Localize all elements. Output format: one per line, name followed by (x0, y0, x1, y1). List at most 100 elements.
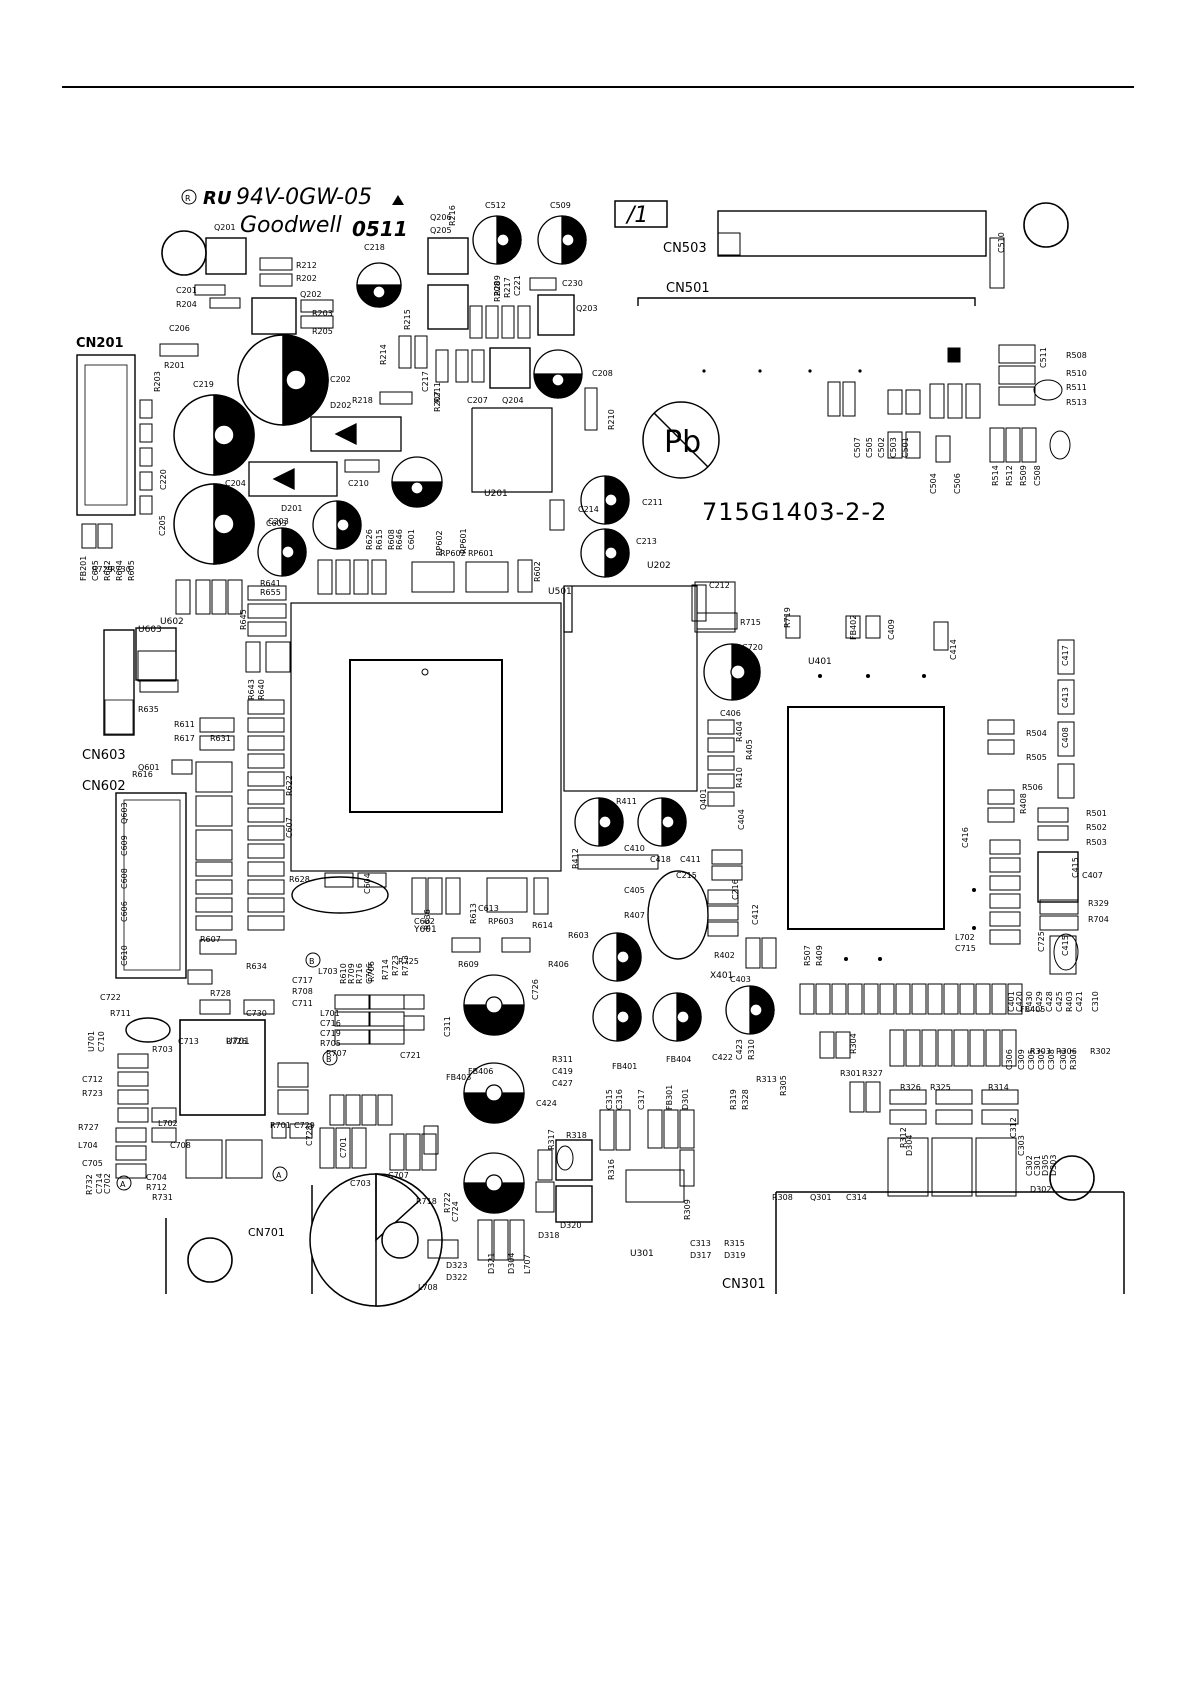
refdes-label: C601 (407, 529, 416, 550)
refdes-label: R204 (176, 300, 197, 309)
d304 (555, 1185, 593, 1223)
board-outline (165, 1185, 1125, 1294)
refdes-label: R311 (552, 1055, 573, 1064)
refdes-label: C303 (1017, 1135, 1026, 1156)
refdes-label: D320 (560, 1221, 581, 1230)
cap-c219 (173, 394, 255, 476)
refdes-label: R709 (347, 963, 356, 984)
refdes-label: R306 (1056, 1047, 1077, 1056)
cap-c509 (537, 215, 587, 265)
refdes-label: L702 (158, 1119, 178, 1128)
refdes-label: R722 (443, 1192, 452, 1213)
refdes-label: Q401 (699, 788, 708, 810)
refdes-label: R403 (1065, 991, 1074, 1012)
refdes-label: C706 (365, 963, 374, 984)
refdes-label: R604 (115, 560, 124, 581)
refdes-label: R503 (1086, 838, 1107, 847)
refdes-label: FB405 (1020, 1005, 1045, 1014)
refdes-label: C403 (730, 975, 751, 984)
refdes-label: R303 (1030, 1047, 1051, 1056)
refdes-label: R315 (724, 1239, 745, 1248)
refdes-label: R205 (312, 327, 333, 336)
refdes-label: C504 (929, 473, 938, 494)
refdes-label: R328 (741, 1089, 750, 1110)
date-code: 0511 (352, 217, 408, 241)
refdes-label: R207 (433, 391, 442, 412)
refdes-label: R729 (92, 565, 113, 574)
refdes-label: R718 (416, 1197, 437, 1206)
refdes-label: Q301 (810, 1193, 832, 1202)
refdes-label: R655 (260, 588, 281, 597)
refdes-label: R613 (469, 903, 478, 924)
label-cn501: CN501 (666, 281, 710, 296)
refdes-label: C317 (637, 1089, 646, 1110)
refdes-label: L707 (523, 1254, 532, 1274)
crystal-x401 (647, 870, 709, 960)
connector-labels: CN201 CN503 CN501 CN603 CN602 CN701 CN30… (76, 241, 766, 1292)
refdes-label: R305 (779, 1075, 788, 1096)
refdes-label: C421 (1075, 991, 1084, 1012)
refdes-label: C419 (552, 1067, 573, 1076)
cap-c512 (472, 215, 522, 265)
marker-a-right (272, 1166, 288, 1182)
refdes-label: RP601 (468, 549, 494, 558)
refdes-label: R212 (296, 261, 317, 270)
power-ic-u701 (179, 1019, 266, 1116)
refdes-label: C305 (1027, 1049, 1036, 1070)
cap-c405 (637, 797, 687, 847)
refdes-label: Q603 (120, 802, 129, 824)
refdes-label: R319 (729, 1089, 738, 1110)
refdes-label: R314 (988, 1083, 1009, 1092)
smd-passives (81, 237, 1079, 1261)
refdes-label: C412 (751, 904, 760, 925)
refdes-label: R508 (1066, 351, 1087, 360)
refdes-label: C203 (268, 517, 289, 526)
refdes-label: C209 (412, 494, 433, 503)
refdes-label: FB406 (468, 1067, 493, 1076)
refdes-label: Q202 (300, 290, 322, 299)
refdes-label: FB404 (666, 1055, 691, 1064)
q201 (205, 237, 247, 275)
refdes-label: R602 (533, 561, 542, 582)
refdes-label: C218 (364, 243, 385, 252)
cap-c213 (580, 528, 630, 578)
refdes-label: R512 (1005, 465, 1014, 486)
refdes-label: C207 (467, 396, 488, 405)
refdes-label: C210 (348, 479, 369, 488)
marker-b-upper (305, 952, 321, 968)
refdes-label: R214 (379, 344, 388, 365)
refdes-label: R208 (493, 281, 502, 302)
refdes-label: C603 (266, 519, 287, 528)
refdes-label: RP602 (440, 549, 466, 558)
refdes-label: R405 (745, 739, 754, 760)
refdes-label: Q601 (138, 763, 160, 772)
refdes-label: R605 (127, 560, 136, 581)
refdes-label: C407 (1082, 871, 1103, 880)
refdes-label: R622 (285, 775, 294, 796)
refdes-label: C311 (443, 1016, 452, 1037)
refdes-label: R510 (1066, 369, 1087, 378)
refdes-label: D201 (281, 504, 302, 513)
svg-text:Pb: Pb (664, 425, 701, 460)
refdes-label: R504 (1026, 729, 1047, 738)
refdes-label: C728 (305, 1125, 314, 1146)
refdes-label: R209 (493, 275, 502, 296)
refdes-label: R326 (900, 1083, 921, 1092)
refdes-label: D302 (1030, 1185, 1051, 1194)
q301 (555, 1139, 593, 1181)
refdes-label: R313 (756, 1075, 777, 1084)
refdes-label: C507 (853, 437, 862, 458)
refdes-label: D321 (487, 1253, 496, 1274)
refdes-label: C404 (737, 809, 746, 830)
refdes-labels: Q201R212R202Q202C201R204R203R205C206R201… (78, 201, 1111, 1292)
cn603-header (103, 629, 135, 736)
refdes-label: C423 (735, 1039, 744, 1060)
refdes-label: R407 (624, 911, 645, 920)
diode-d201 (248, 461, 338, 497)
label-cn201: CN201 (76, 336, 124, 351)
refdes-label: U701 (87, 1031, 96, 1052)
refdes-label: R711 (110, 1009, 131, 1018)
svg-text:B: B (326, 1055, 332, 1064)
ul-rating: 94V-0GW-05 (236, 185, 372, 210)
refdes-label: C215 (676, 871, 697, 880)
